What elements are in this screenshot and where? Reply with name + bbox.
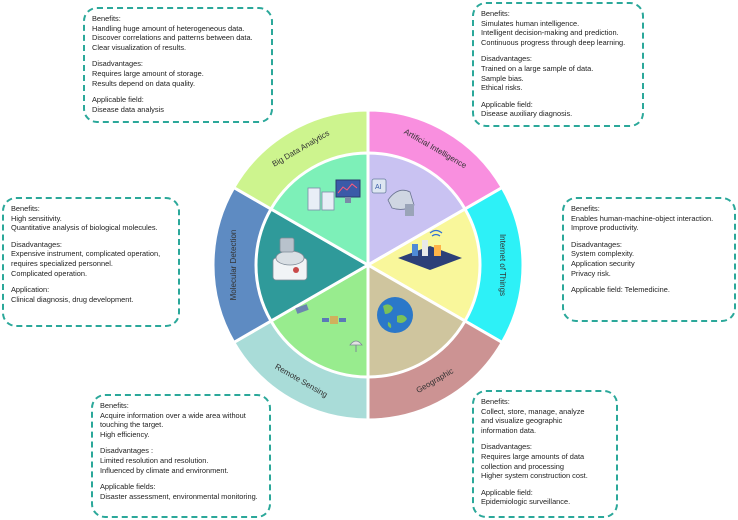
big-data-info-box: Benefits:Handling huge amount of heterog… <box>83 7 273 123</box>
disadvantage-item: Expensive instrument, complicated operat… <box>11 249 161 259</box>
applicable-field-heading: Applicable field: Telemedicine. <box>571 285 670 295</box>
disadvantages-heading: Disadvantages: <box>92 59 143 69</box>
benefit-item: Handling huge amount of heterogeneous da… <box>92 23 245 33</box>
applicable-field-heading: Applicable field: <box>92 95 144 105</box>
disadvantages-heading: Disadvantages: <box>571 239 622 249</box>
disadvantage-item: Limited resolution and resolution. <box>100 455 209 465</box>
disadvantage-item: Ethical risks. <box>481 83 523 93</box>
benefits-heading: Benefits: <box>481 397 510 406</box>
applicable-field-item: Disease auxiliary diagnosis. <box>481 109 573 119</box>
applicable-field-item: Clinical diagnosis, drug development. <box>11 294 134 304</box>
benefit-item: Improve productivity. <box>571 223 639 233</box>
disadvantage-item: Higher system construction cost. <box>481 471 588 481</box>
iot-info-box: Benefits:Enables human-machine-object in… <box>562 197 736 322</box>
benefit-item: touching the target. <box>100 420 164 430</box>
disadvantage-item: Results depend on data quality. <box>92 78 195 88</box>
section-gap <box>481 93 635 100</box>
disadvantage-item: Application security <box>571 258 635 268</box>
section-gap <box>100 439 262 446</box>
benefits-heading: Benefits: <box>11 204 40 213</box>
benefit-item: Simulates human intelligence. <box>481 18 580 28</box>
disadvantages-heading: Disadvantages: <box>11 239 62 249</box>
segment-label: Internet of Things <box>498 234 507 296</box>
satellites-illustration <box>295 304 363 352</box>
molecular-centrifuge-illustration <box>272 237 308 281</box>
disadvantage-item: requires specialized personnel. <box>11 258 113 268</box>
applicable-field-item: Epidemiologic surveillance. <box>481 497 571 507</box>
globe-illustration <box>377 297 413 333</box>
remote-sensing-info-box: Benefits:Acquire information over a wide… <box>91 394 271 518</box>
section-gap <box>481 47 635 54</box>
disadvantage-item: Complicated operation. <box>11 268 88 278</box>
disadvantages-heading: Disadvantages: <box>481 442 532 452</box>
disadvantage-item: collection and processing <box>481 461 564 471</box>
iot-city-illustration <box>398 229 462 270</box>
inner-segment <box>268 262 370 379</box>
benefit-item: Continuous progress through deep learnin… <box>481 37 626 47</box>
section-gap <box>571 233 727 240</box>
section-gap <box>571 278 727 285</box>
applicable-field-heading: Application: <box>11 285 50 295</box>
benefit-item: and visualize geographic <box>481 416 563 426</box>
benefits-heading: Benefits: <box>571 204 600 213</box>
benefit-item: Collect, store, manage, analyze <box>481 406 585 416</box>
benefits-heading: Benefits: <box>100 401 129 410</box>
inner-segment <box>254 206 372 324</box>
inner-segment <box>366 262 468 379</box>
benefit-item: High efficiency. <box>100 429 150 439</box>
segment-label: Molecular Detection <box>229 230 238 301</box>
section-gap <box>11 233 171 240</box>
disadvantage-item: Influenced by climate and environment. <box>100 465 229 475</box>
benefit-item: Enables human-machine-object interaction… <box>571 213 714 223</box>
section-gap <box>481 435 609 442</box>
disadvantage-item: Requires large amount of storage. <box>92 68 204 78</box>
applicable-field-heading: Applicable field: <box>481 99 533 109</box>
ai-info-box: Benefits:Simulates human intelligence.In… <box>472 2 644 127</box>
benefit-item: Intelligent decision-making and predicti… <box>481 28 619 38</box>
benefit-item: Acquire information over a wide area wit… <box>100 410 246 420</box>
section-gap <box>11 278 171 285</box>
disadvantage-item: Sample bias. <box>481 73 524 83</box>
applicable-field-item: Disease data analysis <box>92 104 164 114</box>
inner-segment <box>366 151 468 268</box>
benefit-item: Quantitative analysis of biological mole… <box>11 223 158 233</box>
section-gap <box>92 88 264 95</box>
benefit-item: Discover correlations and patterns betwe… <box>92 33 253 43</box>
applicable-field-item: Disaster assessment, environmental monit… <box>100 491 258 501</box>
section-gap <box>481 481 609 488</box>
disadvantage-item: Requires large amounts of data <box>481 451 585 461</box>
benefit-item: Clear visualization of results. <box>92 42 187 52</box>
disadvantages-heading: Disadvantages: <box>481 54 532 64</box>
svg-text:AI: AI <box>375 184 382 191</box>
applicable-field-heading: Applicable field: <box>481 487 533 497</box>
benefits-heading: Benefits: <box>92 14 121 23</box>
disadvantage-item: Privacy risk. <box>571 268 611 278</box>
disadvantage-item: System complexity. <box>571 249 635 259</box>
section-gap <box>92 52 264 59</box>
applicable-field-heading: Applicable fields: <box>100 482 156 492</box>
benefit-item: information data. <box>481 425 537 435</box>
benefit-item: High sensitivity. <box>11 213 62 223</box>
benefits-heading: Benefits: <box>481 9 510 18</box>
section-gap <box>100 475 262 482</box>
molecular-detection-info-box: Benefits:High sensitivity.Quantitative a… <box>2 197 180 327</box>
geographic-info-box: Benefits:Collect, store, manage, analyze… <box>472 390 618 518</box>
disadvantage-item: Trained on a large sample of data. <box>481 63 594 73</box>
ai-robot-hand-illustration: AI <box>371 178 415 216</box>
disadvantages-heading: Disadvantages : <box>100 446 153 456</box>
big-data-illustration <box>307 179 361 211</box>
